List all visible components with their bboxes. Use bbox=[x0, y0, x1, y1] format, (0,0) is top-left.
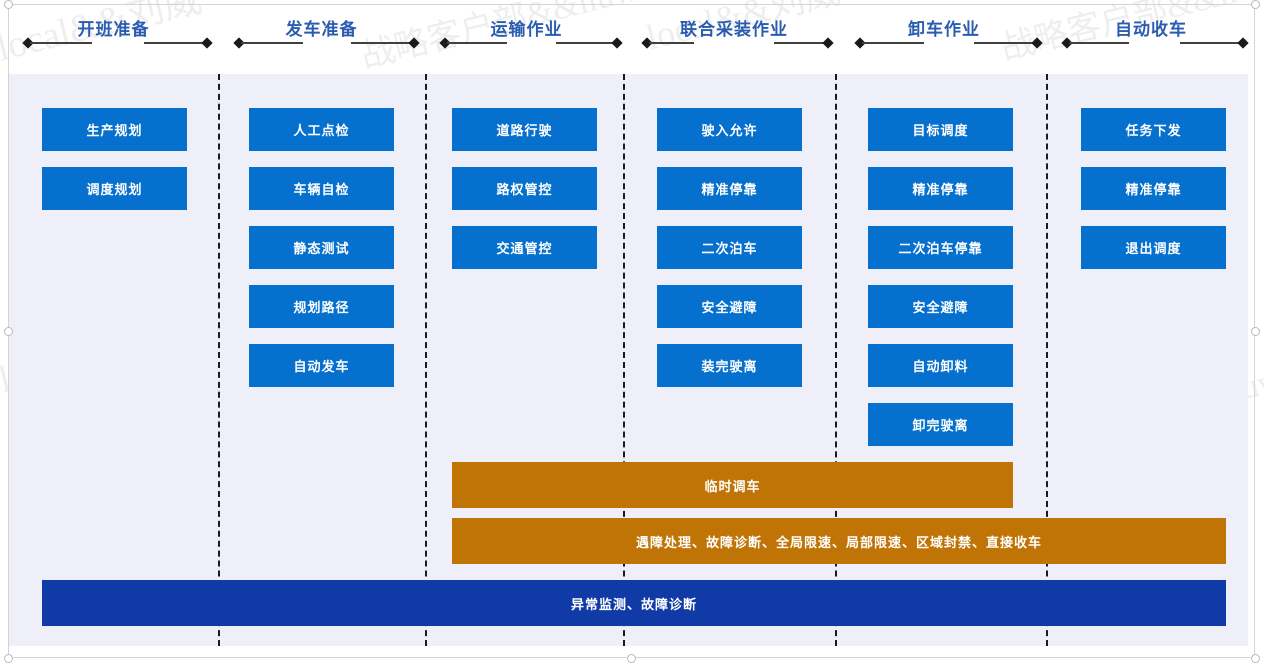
arrow-line bbox=[351, 42, 413, 44]
phase-header: 开班准备 发车准备 运输作业 bbox=[9, 5, 1254, 73]
task-box[interactable]: 安全避障 bbox=[868, 285, 1013, 328]
phase-column-5: 卸车作业 bbox=[840, 5, 1048, 73]
resize-handle-middle-right[interactable] bbox=[1251, 327, 1260, 336]
task-box[interactable]: 精准停靠 bbox=[657, 167, 802, 210]
resize-handle-bottom-left[interactable] bbox=[4, 654, 13, 663]
phase-title: 联合采装作业 bbox=[680, 20, 788, 39]
task-box[interactable]: 安全避障 bbox=[657, 285, 802, 328]
diamond-arrowhead-icon bbox=[201, 36, 213, 49]
phase-column-6: 自动收车 bbox=[1048, 5, 1254, 73]
arrow-line bbox=[144, 42, 206, 44]
arrow-line bbox=[774, 42, 824, 44]
arrow-line bbox=[30, 42, 92, 44]
column-divider bbox=[835, 74, 837, 646]
task-box[interactable]: 规划路径 bbox=[249, 285, 394, 328]
task-box[interactable]: 目标调度 bbox=[868, 108, 1013, 151]
task-box[interactable]: 卸完驶离 bbox=[868, 403, 1013, 446]
diamond-arrowhead-icon bbox=[822, 36, 834, 49]
phase-title: 发车准备 bbox=[285, 20, 358, 39]
task-box[interactable]: 任务下发 bbox=[1081, 108, 1226, 151]
phase-arrow bbox=[840, 36, 1048, 49]
arrow-line bbox=[1180, 42, 1242, 44]
diamond-arrowhead-icon bbox=[1237, 36, 1249, 49]
task-box[interactable]: 精准停靠 bbox=[868, 167, 1013, 210]
arrow-line bbox=[974, 42, 1036, 44]
task-box[interactable]: 二次泊车 bbox=[657, 226, 802, 269]
column-divider bbox=[218, 74, 220, 646]
column-divider bbox=[425, 74, 427, 646]
resize-handle-bottom-center[interactable] bbox=[627, 654, 636, 663]
column-divider bbox=[1046, 74, 1048, 646]
phase-arrow bbox=[218, 36, 425, 49]
temp-dispatch-bar[interactable]: 临时调车 bbox=[452, 462, 1013, 508]
arrow-line bbox=[556, 42, 616, 44]
column-divider bbox=[623, 74, 625, 646]
phase-arrow bbox=[425, 36, 628, 49]
arrow-line bbox=[1069, 42, 1129, 44]
resize-handle-top-left[interactable] bbox=[4, 0, 13, 9]
task-box[interactable]: 道路行驶 bbox=[452, 108, 597, 151]
task-box[interactable]: 二次泊车停靠 bbox=[868, 226, 1013, 269]
phase-title: 运输作业 bbox=[490, 20, 563, 39]
task-box[interactable]: 调度规划 bbox=[42, 167, 187, 210]
diagram-panel: 生产规划 调度规划 人工点检 车辆自检 静态测试 规划路径 自动发车 道路行驶 … bbox=[9, 74, 1248, 646]
task-box[interactable]: 车辆自检 bbox=[249, 167, 394, 210]
resize-handle-top-right[interactable] bbox=[1251, 0, 1260, 9]
task-box[interactable]: 退出调度 bbox=[1081, 226, 1226, 269]
task-box[interactable]: 静态测试 bbox=[249, 226, 394, 269]
phase-column-3: 运输作业 bbox=[425, 5, 628, 73]
task-box[interactable]: 人工点检 bbox=[249, 108, 394, 151]
diamond-arrowhead-icon bbox=[611, 36, 623, 49]
phase-arrow bbox=[628, 36, 840, 49]
exception-handling-bar[interactable]: 遇障处理、故障诊断、全局限速、局部限速、区域封禁、直接收车 bbox=[452, 518, 1226, 564]
task-box[interactable]: 自动发车 bbox=[249, 344, 394, 387]
resize-handle-middle-left[interactable] bbox=[4, 327, 13, 336]
phase-title: 自动收车 bbox=[1115, 20, 1187, 39]
arrow-line bbox=[241, 42, 303, 44]
phase-title: 卸车作业 bbox=[908, 20, 980, 39]
task-box[interactable]: 装完驶离 bbox=[657, 344, 802, 387]
arrow-line bbox=[447, 42, 507, 44]
diamond-arrowhead-icon bbox=[1031, 36, 1043, 49]
task-box[interactable]: 路权管控 bbox=[452, 167, 597, 210]
phase-column-2: 发车准备 bbox=[218, 5, 425, 73]
task-box[interactable]: 精准停靠 bbox=[1081, 167, 1226, 210]
task-box[interactable]: 生产规划 bbox=[42, 108, 187, 151]
diamond-arrowhead-icon bbox=[408, 36, 420, 49]
task-box[interactable]: 交通管控 bbox=[452, 226, 597, 269]
monitoring-bar[interactable]: 异常监测、故障诊断 bbox=[42, 580, 1226, 626]
resize-handle-bottom-right[interactable] bbox=[1251, 654, 1260, 663]
phase-arrow bbox=[9, 36, 218, 49]
arrow-line bbox=[862, 42, 924, 44]
task-box[interactable]: 驶入允许 bbox=[657, 108, 802, 151]
arrow-line bbox=[649, 42, 694, 44]
phase-column-1: 开班准备 bbox=[9, 5, 218, 73]
phase-column-4: 联合采装作业 bbox=[628, 5, 840, 73]
phase-title: 开班准备 bbox=[77, 20, 150, 39]
phase-arrow bbox=[1048, 36, 1254, 49]
task-box[interactable]: 自动卸料 bbox=[868, 344, 1013, 387]
